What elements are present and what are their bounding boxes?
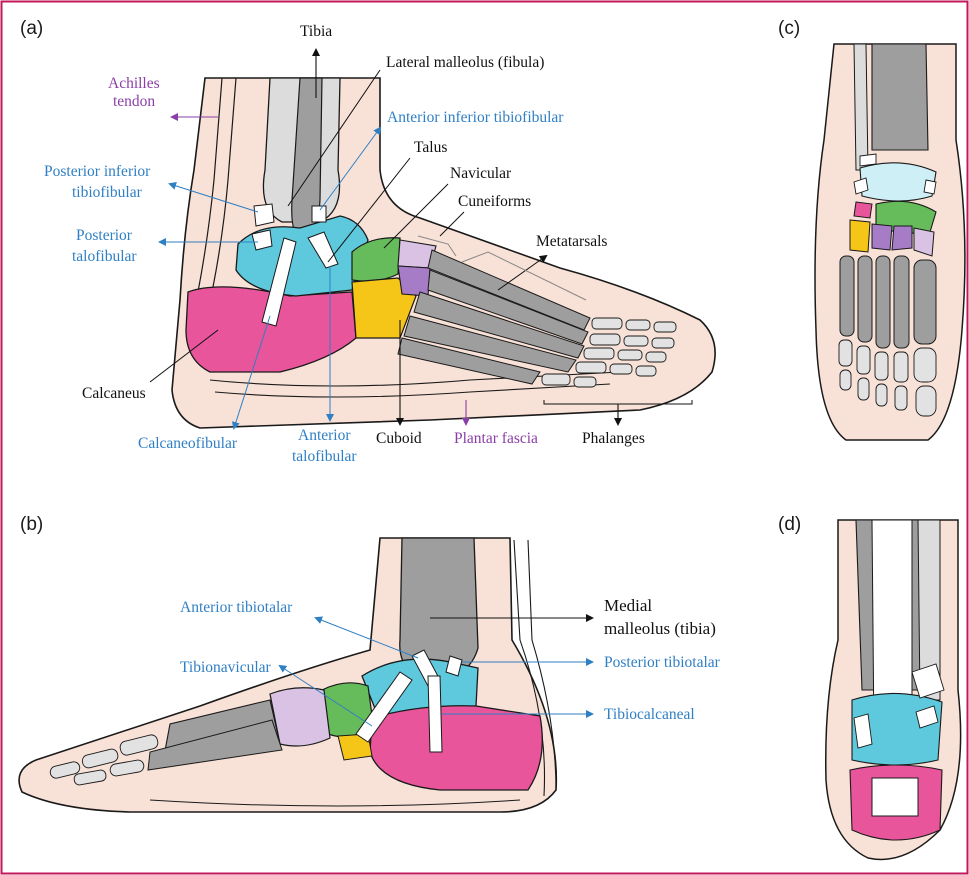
panel-a-tag: (a) [20, 18, 43, 39]
label-cuboid: Cuboid [376, 430, 422, 447]
label-achilles-2: tendon [113, 93, 155, 110]
label-plantar-fascia: Plantar fascia [454, 430, 538, 447]
posterior-inferior-tibiofibular-ligament [254, 204, 274, 226]
cuneiform-bone-2 [398, 266, 430, 296]
dorsal-talus [860, 163, 936, 201]
label-anterior-tibiotalar: Anterior tibiotalar [180, 599, 293, 616]
dorsal-cuneiform-1 [872, 224, 892, 250]
dorsal-fibula [854, 44, 868, 170]
label-cuneiforms: Cuneiforms [458, 193, 531, 210]
label-anterior-talofibular-2: talofibular [292, 448, 357, 465]
label-medial-malleolus-1: Medial [604, 596, 652, 615]
anterior-inferior-tibiofibular-ligament [312, 206, 326, 222]
label-medial-malleolus-2: malleolus (tibia) [604, 619, 716, 638]
label-posterior-inferior-2: tibiofibular [72, 184, 143, 201]
label-anterior-inferior-tibiofibular: Anterior inferior tibiofibular [387, 109, 564, 126]
dorsal-ligament-3 [924, 180, 936, 194]
posterior-calcaneus-ligament-box [872, 778, 918, 816]
label-calcaneofibular: Calcaneofibular [138, 435, 238, 452]
tibiocalcaneal-ligament [428, 676, 442, 752]
label-metatarsals: Metatarsals [536, 233, 607, 250]
label-talus: Talus [414, 139, 447, 156]
dorsal-cuboid [850, 220, 870, 252]
dorsal-cuneiform-2 [892, 226, 912, 250]
label-navicular: Navicular [450, 165, 512, 182]
medial-calcaneus [370, 706, 542, 790]
panel-d-tag: (d) [778, 514, 801, 535]
dorsal-calcaneus [854, 202, 872, 218]
dorsal-ligament-1 [860, 154, 876, 166]
label-phalanges: Phalanges [582, 430, 645, 447]
posterior-talofibular-ligament [252, 230, 272, 250]
medial-tibia [400, 538, 478, 678]
label-posterior-tibiotalar: Posterior tibiotalar [604, 654, 721, 671]
label-lateral-malleolus: Lateral malleolus (fibula) [386, 54, 544, 71]
panel-c-tag: (c) [778, 18, 800, 39]
label-tibia: Tibia [300, 23, 332, 40]
label-anterior-talofibular-1: Anterior [298, 427, 351, 444]
label-calcaneus: Calcaneus [82, 385, 146, 402]
label-posterior-inferior-1: Posterior inferior [44, 163, 151, 180]
panel-b-tag: (b) [20, 514, 43, 535]
label-tibiocalcaneal: Tibiocalcaneal [604, 706, 695, 723]
label-achilles-1: Achilles [108, 75, 160, 92]
label-posterior-talofibular-2: talofibular [72, 248, 137, 265]
label-posterior-talofibular-1: Posterior [76, 227, 133, 244]
dorsal-tibia [872, 44, 928, 150]
label-tibionavicular: Tibionavicular [180, 659, 272, 676]
